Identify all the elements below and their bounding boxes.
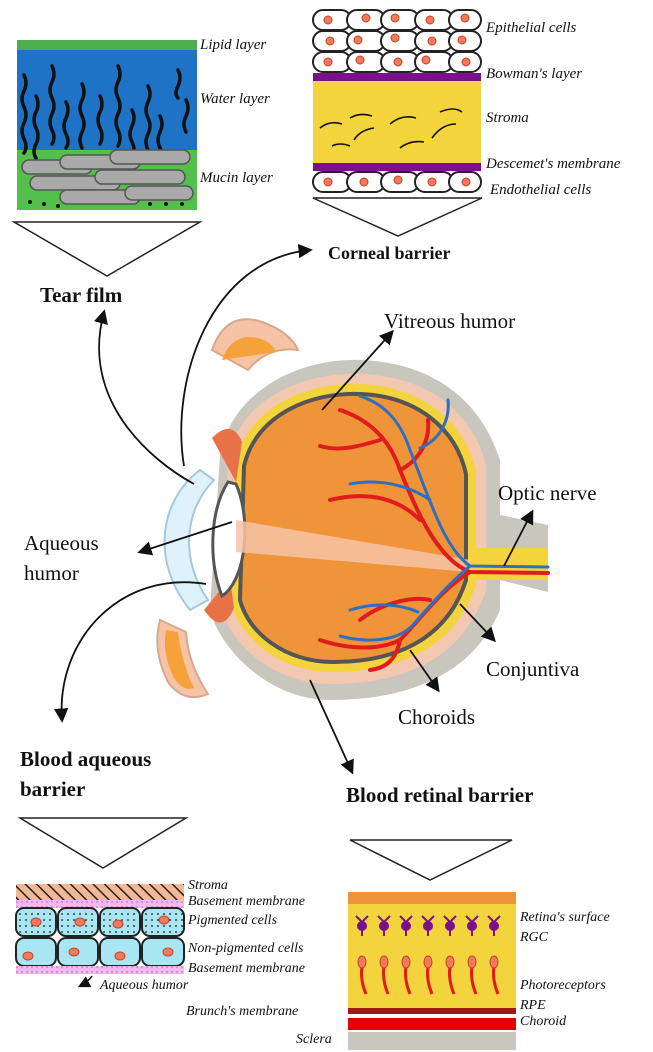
label-aqueous-line2: humor bbox=[24, 562, 79, 585]
label-ba-nonpigmented: Non-pigmented cells bbox=[188, 941, 303, 956]
cornea bbox=[165, 470, 214, 610]
label-conjuntiva: Conjuntiva bbox=[486, 658, 579, 681]
stroma-band bbox=[313, 81, 481, 163]
label-vitreous-humor: Vitreous humor bbox=[384, 310, 515, 333]
optic-nerve-core bbox=[470, 548, 548, 580]
ba-stroma-band bbox=[16, 884, 184, 900]
br-rpe-band bbox=[348, 1008, 516, 1014]
br-choroid-band bbox=[348, 1018, 516, 1030]
label-tear-film-title: Tear film bbox=[40, 284, 122, 307]
label-descemets-membrane: Descemet's membrane bbox=[486, 156, 620, 173]
br-sclera-band bbox=[348, 1032, 516, 1050]
water-layer-band bbox=[17, 50, 197, 150]
blood-aqueous-funnel bbox=[20, 818, 186, 868]
br-surface-band bbox=[348, 892, 516, 904]
label-optic-nerve: Optic nerve bbox=[498, 482, 597, 505]
label-ba-basement-bottom: Basement membrane bbox=[188, 961, 305, 976]
label-br-retina-surface: Retina's surface bbox=[520, 910, 610, 925]
label-br-sclera: Sclera bbox=[296, 1032, 332, 1047]
label-bowmans-layer: Bowman's layer bbox=[486, 66, 582, 83]
arrow-to-tear-film bbox=[99, 312, 194, 484]
bowman-layer-band bbox=[313, 73, 481, 81]
tear-film-panel bbox=[14, 40, 200, 276]
label-aqueous-line1: Aqueous bbox=[24, 532, 99, 555]
ba-basement-bottom bbox=[16, 966, 184, 974]
label-mucin-layer: Mucin layer bbox=[200, 170, 273, 187]
label-corneal-barrier-title: Corneal barrier bbox=[328, 244, 450, 264]
ba-aqueous-arrow bbox=[80, 976, 92, 986]
label-br-choroid: Choroid bbox=[520, 1014, 566, 1029]
blood-aqueous-panel bbox=[16, 818, 186, 986]
label-lipid-layer: Lipid layer bbox=[200, 37, 266, 54]
lipid-layer-band bbox=[17, 40, 197, 50]
label-stroma-cornea: Stroma bbox=[486, 110, 529, 127]
corneal-funnel bbox=[313, 198, 482, 236]
label-br-photoreceptors: Photoreceptors bbox=[520, 978, 606, 993]
blood-retinal-panel bbox=[348, 840, 516, 1050]
label-br-rgc: RGC bbox=[520, 930, 548, 945]
descemet-band bbox=[313, 163, 481, 171]
label-ba-aqueous-humor: Aqueous humor bbox=[100, 978, 188, 993]
blood-retinal-funnel bbox=[350, 840, 512, 880]
label-blood-retinal-title: Blood retinal barrier bbox=[346, 784, 533, 807]
ba-nonpigmented-cells bbox=[16, 938, 184, 966]
label-choroids: Choroids bbox=[398, 706, 475, 729]
label-blood-aqueous-line2: barrier bbox=[20, 778, 85, 801]
label-ba-stroma: Stroma bbox=[188, 878, 228, 893]
label-ba-pigmented: Pigmented cells bbox=[188, 913, 277, 928]
tear-film-funnel bbox=[14, 222, 200, 276]
label-br-brunchs-membrane: Brunch's membrane bbox=[186, 1004, 298, 1019]
label-water-layer: Water layer bbox=[200, 91, 270, 108]
label-br-rpe: RPE bbox=[520, 998, 546, 1013]
label-endothelial-cells: Endothelial cells bbox=[490, 182, 591, 199]
corneal-barrier-panel bbox=[313, 10, 482, 236]
label-ba-basement-top: Basement membrane bbox=[188, 894, 305, 909]
label-epithelial-cells: Epithelial cells bbox=[486, 20, 576, 37]
label-blood-aqueous-line1: Blood aqueous bbox=[20, 748, 151, 771]
ba-basement-top bbox=[16, 900, 184, 908]
